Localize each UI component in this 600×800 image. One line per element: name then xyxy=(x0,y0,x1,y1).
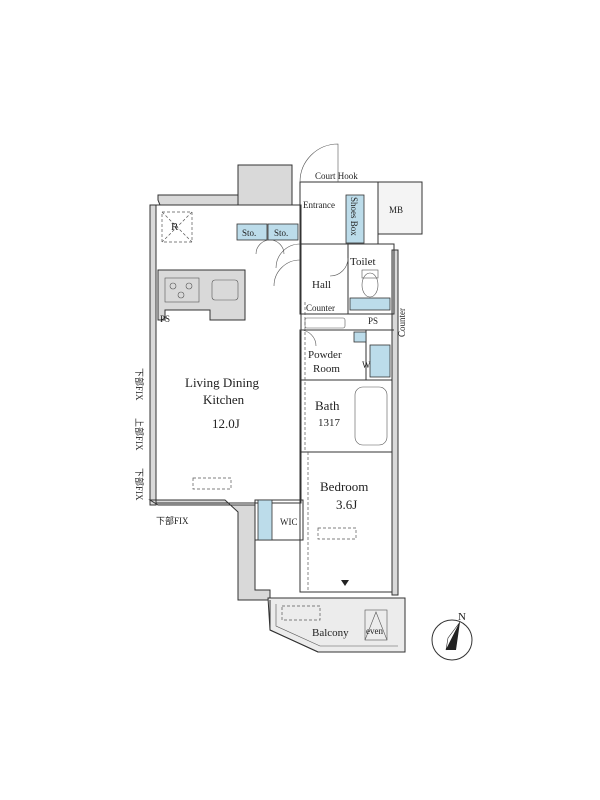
doors xyxy=(255,143,349,347)
sto-2-label: Sto. xyxy=(274,228,288,238)
balcony-unit xyxy=(281,605,321,621)
sink-box xyxy=(353,331,367,343)
toilet-bowl xyxy=(361,272,379,298)
bedroom-marker xyxy=(341,580,349,586)
dashed-indicators xyxy=(192,302,357,621)
ps-toilet-label: PS xyxy=(368,316,378,326)
window-notes: 下部FIX 上部FIX 下部FIX 下部FIX xyxy=(134,368,189,526)
bedroom-label: Bedroom xyxy=(320,479,368,494)
shoes-box xyxy=(345,194,365,244)
ldk-aircon xyxy=(192,477,232,490)
washer-area xyxy=(369,344,391,378)
fixture-labels: Court Hook MB Shoes Box Sto. Sto. Counte… xyxy=(160,171,407,636)
mb-label: MB xyxy=(389,205,403,215)
court-hook-label: Court Hook xyxy=(315,171,358,181)
powder-label-line2: Room xyxy=(313,363,340,375)
sto-1-label: Sto. xyxy=(242,228,256,238)
ps-kitchen-label: PS xyxy=(160,314,170,324)
compass-label: N xyxy=(458,611,466,623)
powder-label-line1: Powder xyxy=(308,349,342,361)
north-compass: N xyxy=(431,611,473,661)
refrigerator-space xyxy=(161,211,193,243)
bath-label: Bath xyxy=(315,398,340,413)
room-outlines xyxy=(155,181,395,593)
counter-side-label: Counter xyxy=(397,308,407,337)
toilet-counter xyxy=(349,297,391,311)
kitchen-sink xyxy=(211,279,239,301)
counter-hall-label: Counter xyxy=(306,303,335,313)
storage-2 xyxy=(267,223,299,241)
r-label: R xyxy=(171,221,179,233)
window-note-bottom: 下部FIX xyxy=(156,515,189,526)
bedroom-size: 3.6J xyxy=(336,497,357,512)
kitchen-fixtures xyxy=(161,211,239,303)
ldk-size: 12.0J xyxy=(212,416,240,431)
bath-size: 1317 xyxy=(318,417,341,429)
shoes-box-label: Shoes Box xyxy=(349,197,359,236)
storage-1 xyxy=(236,223,268,241)
balcony-label: Balcony xyxy=(312,627,349,639)
ldk-label-line1: Living Dining xyxy=(185,375,260,390)
walls xyxy=(148,164,423,653)
w-label: W xyxy=(362,360,371,370)
toilet-label: Toilet xyxy=(350,256,376,268)
blue-fixtures xyxy=(236,194,391,541)
even-box xyxy=(364,609,388,641)
wic-label: WIC xyxy=(280,517,298,527)
even-label: even xyxy=(366,626,383,636)
room-labels: Living Dining Kitchen 12.0J Bedroom 3.6J… xyxy=(185,200,376,639)
hall-label: Hall xyxy=(312,279,331,291)
cooktop xyxy=(164,277,200,303)
window-note-3: 下部FIX xyxy=(134,468,145,501)
window-note-2: 上部FIX xyxy=(134,418,145,451)
ldk-label-line2: Kitchen xyxy=(203,392,245,407)
window-note-1: 下部FIX xyxy=(134,368,145,401)
washbasin xyxy=(304,317,346,329)
bedroom-aircon xyxy=(317,527,357,540)
entrance-label: Entrance xyxy=(303,200,335,210)
wic-shelf xyxy=(257,499,273,541)
balcony-outline xyxy=(269,598,406,653)
bathtub xyxy=(354,386,388,446)
